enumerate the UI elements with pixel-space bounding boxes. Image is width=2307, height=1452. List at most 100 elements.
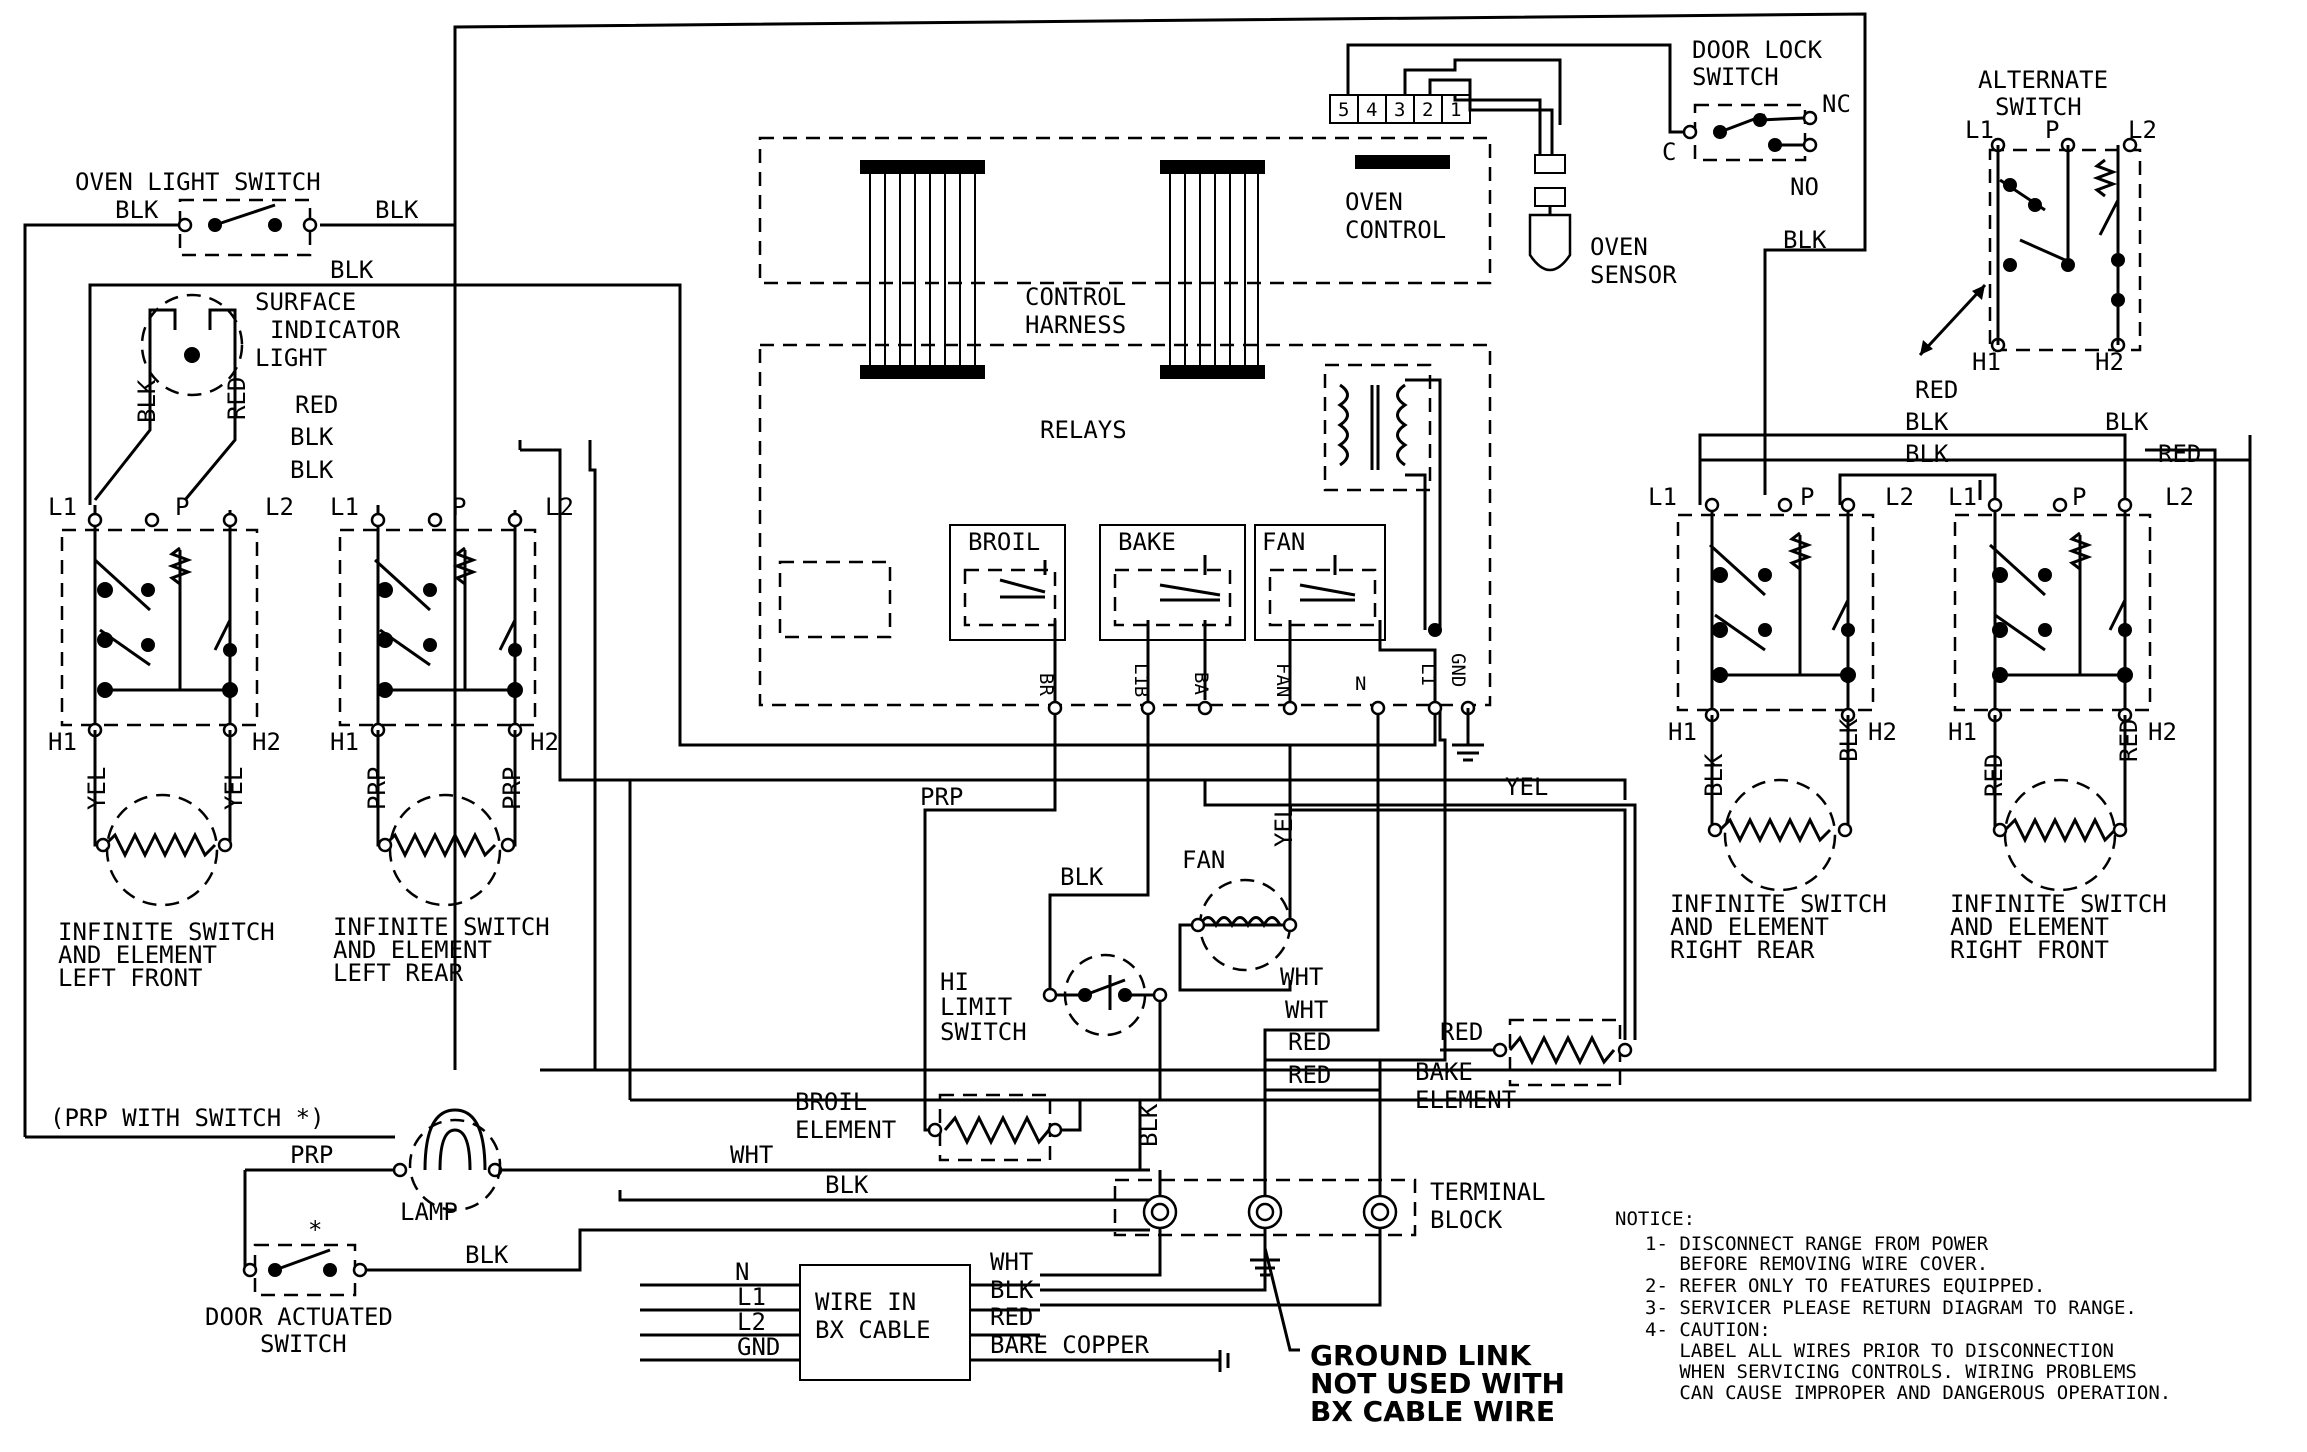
term-fan: FAN [1272, 663, 1294, 697]
relay-broil: BROIL [949, 524, 1066, 705]
fan-motor-label: FAN [1182, 846, 1225, 874]
term-br: BR [1035, 673, 1057, 696]
bx-label-1: WIRE IN [815, 1288, 916, 1316]
lr-h2: H2 [530, 728, 559, 756]
alternate-label-2: SWITCH [1995, 93, 2082, 121]
bake-element-label-2: ELEMENT [1415, 1086, 1516, 1114]
bx-l2: L2 [737, 1308, 766, 1336]
harness-connector-right [1160, 160, 1265, 379]
relay-terminals: BR L1B BA FAN N L1 GND [1035, 653, 1484, 762]
hi-limit-label-1: HI [940, 968, 969, 996]
rf-label-2: AND ELEMENT [1950, 913, 2109, 941]
wire-label-prp: PRP [920, 783, 963, 811]
harness-connector-left [860, 160, 985, 379]
wiring-lines [23, 12, 2252, 1272]
lamp-wht: WHT [730, 1141, 773, 1169]
fan-wht: WHT [1280, 963, 1323, 991]
notice-line-4: 3- SERVICER PLEASE RETURN DIAGRAM TO RAN… [1645, 1297, 2137, 1319]
lr-label-2: AND ELEMENT [333, 936, 492, 964]
wire-label-blk-r3: BLK [1905, 440, 1949, 468]
bx-gnd: GND [737, 1333, 780, 1361]
fan-yel: YEL [1270, 804, 1298, 847]
door-lock-label-2: SWITCH [1692, 63, 1779, 91]
notice: NOTICE: 1- DISCONNECT RANGE FROM POWER B… [1615, 1208, 2171, 1404]
wire-label-blk-r2: BLK [2105, 408, 2149, 436]
wire-label-blk-top2: BLK [290, 456, 334, 484]
rf-red-2: RED [2115, 719, 2143, 762]
alt-l2: L2 [2128, 116, 2157, 144]
oven-control-label-2: CONTROL [1345, 216, 1446, 244]
broil-element-label-1: BROIL [795, 1088, 867, 1116]
ground-link-note: GROUND LINK NOT USED WITH BX CABLE WIRE [1310, 1339, 1565, 1428]
notice-line-6: LABEL ALL WIRES PRIOR TO DISCONNECTION [1645, 1340, 2114, 1362]
infinite-switch-right-front: L1 P L2 H1 H2 RED RED INFINITE SWITCH AN… [1948, 483, 2194, 964]
rr-label-2: AND ELEMENT [1670, 913, 1829, 941]
broil-element: BROIL ELEMENT BLK [795, 1088, 1163, 1162]
lamp-label: LAMP [400, 1198, 458, 1226]
ground-link-label-3: BX CABLE WIRE [1310, 1395, 1555, 1428]
bx-l1: L1 [737, 1283, 766, 1311]
pin-4: 4 [1366, 99, 1377, 121]
broil-blk: BLK [1135, 1103, 1163, 1147]
pin-2: 2 [1422, 99, 1433, 121]
wire-label-blk-dl: BLK [1783, 226, 1827, 254]
oven-sensor: OVEN SENSOR [1528, 154, 1677, 289]
lf-label-3: LEFT FRONT [58, 964, 203, 992]
hi-limit-label-2: LIMIT [940, 993, 1012, 1021]
terminal-block-label-2: BLOCK [1430, 1206, 1503, 1234]
wire-label-yel: YEL [1505, 773, 1548, 801]
lf-p: P [175, 493, 189, 521]
terminal-block-label-1: TERMINAL [1430, 1178, 1546, 1206]
bake-element: RED BAKE ELEMENT [1415, 1018, 1633, 1114]
door-blk: BLK [465, 1241, 509, 1269]
alt-h1: H1 [1972, 348, 2001, 376]
alternate-switch: ALTERNATE SWITCH L1 P L2 H1 H2 [1918, 66, 2157, 376]
relay-fan-label: FAN [1262, 528, 1305, 556]
control-harness-label-2: HARNESS [1025, 311, 1126, 339]
transformer [1323, 363, 1442, 637]
ground-link-label-1: GROUND LINK [1310, 1339, 1532, 1372]
pin-5: 5 [1338, 99, 1349, 121]
term-gnd: GND [1447, 653, 1469, 687]
relay-fan: FAN [1254, 524, 1437, 705]
rf-label-1: INFINITE SWITCH [1950, 890, 2167, 918]
term-ba: BA [1190, 672, 1212, 695]
relay-bake-label: BAKE [1118, 528, 1176, 556]
rr-p: P [1800, 483, 1814, 511]
door-lock-nc: NC [1822, 90, 1851, 118]
wire-label-blk-hl: BLK [1060, 863, 1104, 891]
wire-label-red-r2: RED [2158, 440, 2201, 468]
relays-label: RELAYS [1040, 416, 1127, 444]
bake-element-label-1: BAKE [1415, 1058, 1473, 1086]
oven-light-switch-label: OVEN LIGHT SWITCH [75, 168, 321, 196]
hi-limit-switch: HI LIMIT SWITCH [940, 953, 1168, 1046]
rr-l1: L1 [1648, 483, 1677, 511]
oven-light-switch: OVEN LIGHT SWITCH BLK BLK BLK [75, 168, 419, 284]
wire-label-red-si: RED [223, 377, 251, 420]
term-l1: L1 [1417, 663, 1439, 686]
oven-control-label-1: OVEN [1345, 188, 1403, 216]
rr-h2: H2 [1868, 718, 1897, 746]
surface-indicator-light: SURFACE INDICATOR LIGHT BLK RED [93, 288, 401, 501]
rr-blk-2: BLK [1835, 718, 1863, 762]
control-harness-label-1: CONTROL [1025, 283, 1126, 311]
notice-line-8: CAN CAUSE IMPROPER AND DANGEROUS OPERATI… [1645, 1382, 2171, 1404]
rr-h1: H1 [1668, 718, 1697, 746]
alt-h2: H2 [2095, 348, 2124, 376]
alt-l1: L1 [1965, 116, 1994, 144]
rf-l2: L2 [2165, 483, 2194, 511]
relay-broil-label: BROIL [968, 528, 1040, 556]
lf-label-1: INFINITE SWITCH [58, 918, 275, 946]
bx-label-2: BX CABLE [815, 1316, 931, 1344]
term-n: N [1355, 673, 1366, 695]
wire-label-red-tb1: RED [1288, 1028, 1331, 1056]
wire-label-wht-tb: WHT [1285, 996, 1328, 1024]
notice-heading: NOTICE: [1615, 1208, 1695, 1230]
term-l1b: L1B [1130, 663, 1152, 697]
door-actuated-label-2: SWITCH [260, 1330, 347, 1358]
wire-label-red-tb2: RED [1288, 1061, 1331, 1089]
wire-label-blk-1: BLK [115, 196, 159, 224]
lr-l2: L2 [545, 493, 574, 521]
lf-h1: H1 [48, 728, 77, 756]
